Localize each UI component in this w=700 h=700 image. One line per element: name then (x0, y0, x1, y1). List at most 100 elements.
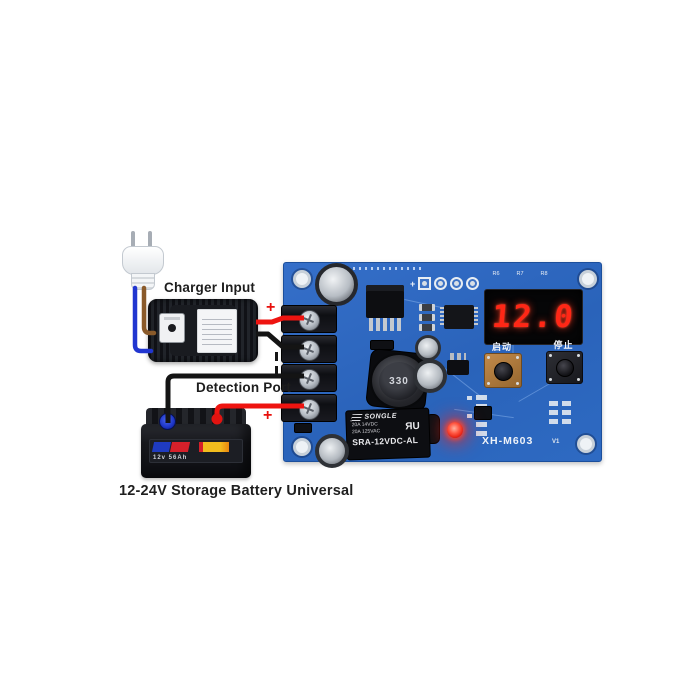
silkscreen-mark (549, 419, 558, 424)
button-pin (549, 354, 552, 357)
resistor-label: R7 (516, 271, 524, 277)
resistor-label: R6 (492, 271, 500, 277)
battery-negative-terminal (159, 413, 176, 430)
terminal-screw[interactable] (299, 369, 320, 390)
terminal-battery-positive[interactable] (281, 393, 337, 422)
relay-brand: SONGLE (364, 412, 398, 421)
terminal-charger-negative[interactable] (281, 334, 337, 363)
button-pin (577, 378, 580, 381)
plug-prong (148, 231, 152, 247)
display-resistor-group: R6 (488, 271, 504, 278)
battery-positive-mark: + (263, 407, 273, 424)
mounting-hole (293, 438, 311, 456)
screw-terminal-block (281, 305, 337, 423)
regulator-pins (369, 318, 402, 331)
mounting-hole (579, 270, 597, 288)
plug-neck (131, 273, 155, 290)
voltage-regulator (366, 285, 404, 318)
status-led (447, 422, 463, 438)
start-button[interactable] (484, 353, 522, 388)
resistor-label: R8 (540, 271, 548, 277)
relay: SONGLE 20A 14VDC 20A 125VAC ЯU SRA-12VDC… (345, 407, 431, 461)
negative-dash-mark (275, 352, 278, 361)
mounting-hole (577, 435, 595, 453)
relay-ratings: 20A 14VDC 20A 125VAC ЯU (352, 420, 424, 436)
silkscreen-mark (476, 431, 487, 436)
silkscreen-mark (562, 410, 571, 415)
battery-secondary-label (199, 442, 229, 452)
battery-label-strip: 12v 56Ah (149, 439, 243, 463)
programming-header: + (410, 277, 480, 290)
start-button-label: 启动 (491, 342, 512, 352)
mounting-hole (293, 270, 311, 288)
controller-board: + R6 R7 R8 12.0 启动 (281, 262, 602, 468)
battery-body: 12v 56Ah (141, 424, 251, 478)
controller-ic (440, 305, 478, 329)
battery-brand-logo (151, 442, 172, 452)
negative-dash-mark (275, 366, 278, 375)
charger-positive-mark: + (266, 299, 276, 316)
display-resistor-group: R8 (536, 271, 552, 278)
detection-port-label: Detection Port (196, 380, 292, 395)
silkscreen-mark (467, 414, 472, 418)
terminal-screw[interactable] (299, 310, 320, 331)
header-plus-mark: + (410, 278, 416, 289)
ul-cert-mark: ЯU (405, 420, 420, 433)
button-pin (577, 354, 580, 357)
header-pad (466, 277, 480, 290)
capacitor (413, 359, 447, 393)
relay-logo-icon (350, 413, 363, 422)
board-model-silkscreen: XH-M603 (482, 435, 534, 447)
button-pin (516, 356, 519, 359)
terminal-screw[interactable] (299, 398, 320, 420)
voltage-readout: 12.0 (490, 299, 577, 335)
capacitor (415, 335, 441, 361)
smd-resistor (419, 324, 435, 331)
pcb-trace (518, 381, 554, 402)
start-button-cap[interactable] (494, 362, 513, 381)
plug-prong (131, 231, 135, 247)
stop-button[interactable] (546, 351, 583, 384)
stop-button-label: 停止 (553, 340, 574, 350)
seven-segment-display: 12.0 (484, 289, 583, 345)
terminal-screw[interactable] (299, 339, 320, 361)
smd-resistor (419, 304, 435, 311)
charger-input-label: Charger Input (164, 280, 256, 295)
silkscreen-mark (562, 401, 571, 406)
relay-model: SRA-12VDC-AL (352, 434, 419, 448)
electrolytic-capacitor (315, 434, 349, 468)
display-resistor-group: R7 (512, 271, 528, 278)
smd-transistor (474, 406, 492, 420)
button-pin (516, 382, 519, 385)
silkscreen-mark (549, 401, 558, 406)
silkscreen-mark (476, 395, 487, 400)
charger-socket (159, 313, 185, 343)
plug-body (122, 246, 164, 275)
sot-transistor (447, 353, 469, 375)
silkscreen-mark (476, 422, 487, 427)
header-pad (450, 277, 464, 290)
stop-button-cap[interactable] (556, 359, 574, 377)
charger-adapter (148, 299, 258, 362)
smd-component (294, 423, 312, 433)
smd-resistor (419, 314, 435, 321)
silkscreen-mark (467, 396, 472, 400)
header-pad (434, 277, 448, 290)
charger-spec-label (197, 309, 237, 353)
electrolytic-capacitor (315, 263, 358, 306)
battery-caption: 12-24V Storage Battery Universal (119, 483, 354, 499)
silkscreen-mark (562, 419, 571, 424)
inductor-marking: 330 (389, 375, 409, 387)
battery-brand-logo (169, 442, 191, 452)
relay-rating-block: 20A 14VDC 20A 125VAC (352, 421, 381, 435)
silkscreen-mark (549, 410, 558, 415)
board-version-silkscreen: V1 (552, 439, 560, 445)
solder-pad-row (329, 267, 421, 270)
terminal-charger-positive[interactable] (281, 305, 337, 333)
header-pad-square (418, 277, 432, 290)
battery-spec-text: 12v 56Ah (153, 455, 188, 461)
relay-rating-ac: 20A 125VAC (351, 427, 381, 435)
button-pin (549, 378, 552, 381)
button-pin (487, 356, 490, 359)
